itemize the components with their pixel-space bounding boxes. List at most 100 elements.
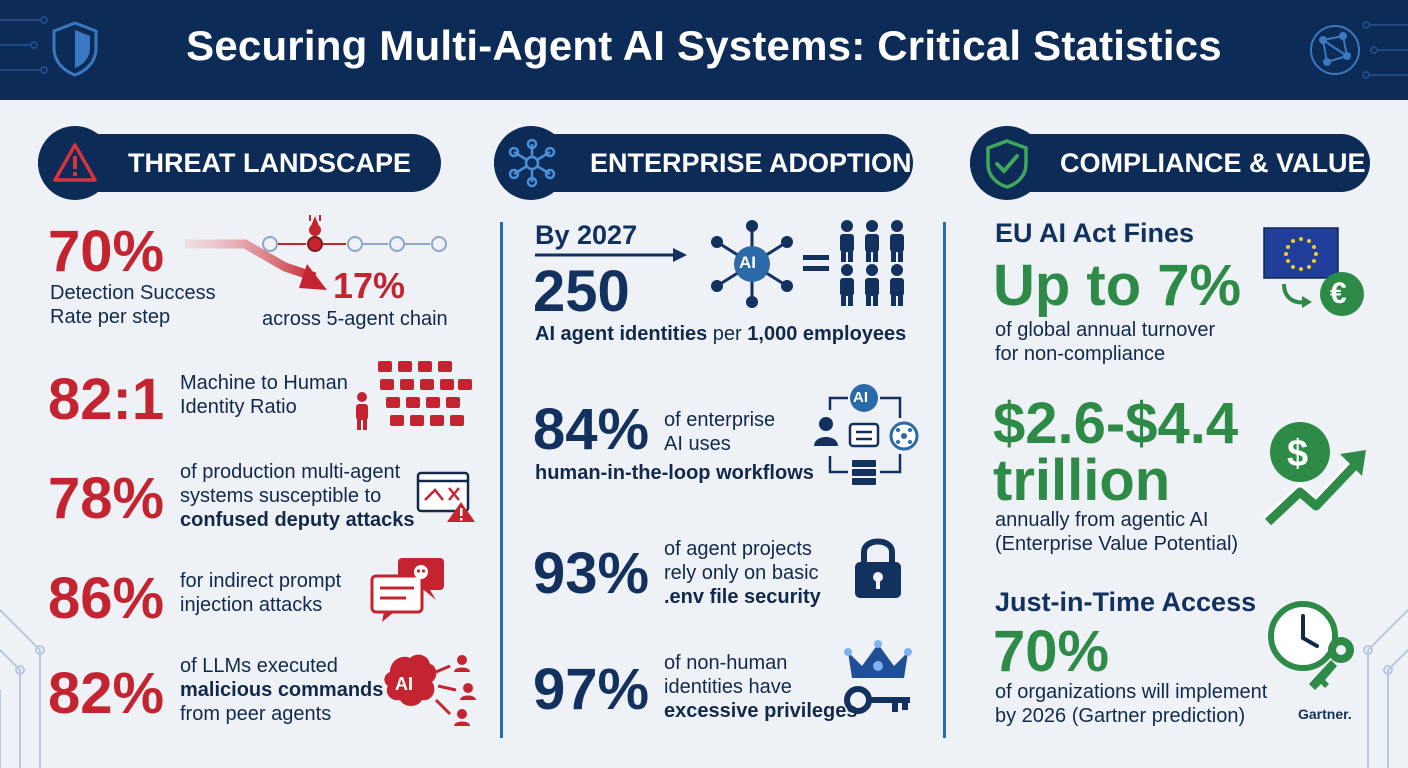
- privileges-line2: identities have: [664, 676, 792, 698]
- arrow-right-icon: [535, 248, 687, 262]
- eu-flag-euro-icon: [1263, 227, 1364, 316]
- browser-warning-icon: [416, 471, 475, 522]
- jit-access-label: Just-in-Time Access: [995, 587, 1257, 617]
- human-loop-line2: AI uses: [664, 433, 731, 455]
- privileges-line3: excessive privileges: [664, 700, 858, 722]
- ai-hub-badge: AI: [739, 253, 756, 272]
- agent-identities-label: AI agent identities per 1,000 employees: [535, 322, 906, 346]
- agent-identities-c: 1,000 employees: [747, 323, 907, 345]
- ai-hub-icon: [711, 220, 793, 308]
- identity-line1: Machine to Human: [180, 372, 348, 394]
- privileges-value: 97%: [533, 657, 650, 722]
- human-loop-line1: of enterprise: [664, 409, 776, 431]
- env-line2: rely only on basic: [664, 562, 819, 584]
- page-title: Securing Multi-Agent AI Systems: Critica…: [186, 22, 1222, 69]
- clock-key-icon: [1268, 601, 1354, 690]
- human-loop-value: 84%: [533, 397, 650, 462]
- malicious-commands-label: of LLMs executed malicious commands from…: [180, 654, 383, 726]
- deputy-line1: of production multi-agent: [180, 461, 401, 483]
- env-line3: .env file security: [664, 586, 821, 608]
- workflow-ai-badge: AI: [853, 389, 868, 406]
- equals-icon: [803, 255, 829, 271]
- circuit-decoration-right: [1362, 21, 1408, 79]
- by-2027-label: By 2027: [535, 220, 638, 250]
- chat-skull-icon: [370, 558, 444, 622]
- detection-line2-a: Rate: [50, 306, 93, 328]
- euro-symbol: €: [1330, 277, 1347, 310]
- eu-line2: for non-compliance: [995, 343, 1166, 365]
- detection-line2-b: per step: [92, 306, 171, 328]
- malicious-line1: of LLMs executed: [180, 655, 338, 677]
- value-unit: trillion: [993, 448, 1171, 513]
- workflow-cycle-icon: [814, 384, 919, 485]
- detection-rate-value: 70%: [48, 219, 165, 284]
- value-range: $2.6-$4.4: [993, 391, 1239, 456]
- padlock-icon: [855, 538, 901, 598]
- identity-ratio-value: 82:1: [48, 367, 165, 432]
- env-security-label: of agent projects rely only on basic .en…: [664, 537, 821, 609]
- env-line1: of agent projects: [664, 538, 812, 560]
- circuit-decoration-left: [0, 16, 48, 74]
- value-line2: (Enterprise Value Potential): [995, 533, 1239, 555]
- column-divider-right: [943, 222, 946, 738]
- eu-fines-label: EU AI Act Fines: [995, 218, 1195, 248]
- agent-identities-value: 250: [533, 259, 630, 324]
- enterprise-adoption-heading: ENTERPRISE ADOPTION: [494, 126, 913, 200]
- eu-line1: of global annual turnover: [995, 319, 1216, 341]
- identity-ratio-label: Machine to Human Identity Ratio: [180, 371, 348, 419]
- confused-deputy-label: of production multi-agent systems suscep…: [180, 460, 415, 532]
- prompt-injection-label: for indirect prompt injection attacks: [180, 569, 341, 617]
- chain-rate-value: 17%: [333, 265, 406, 306]
- threat-landscape-heading: THREAT LANDSCAPE: [38, 126, 441, 200]
- warning-triangle-icon: [53, 143, 97, 182]
- network-globe-icon: [1310, 25, 1360, 75]
- adoption-heading-text: ENTERPRISE ADOPTION: [590, 148, 912, 178]
- shield-icon: [52, 21, 98, 77]
- jit-access-desc: of organizations will implement by 2026 …: [995, 680, 1267, 728]
- people-group-icon: [840, 220, 904, 306]
- header-bar: [0, 0, 1408, 100]
- eu-fines-value: Up to 7%: [993, 253, 1242, 318]
- ai-brain-badge: AI: [395, 674, 413, 694]
- gartner-logo: Gartner.: [1298, 706, 1352, 722]
- ai-brain-spread-icon: [384, 654, 476, 726]
- malicious-line2: malicious commands: [180, 679, 384, 701]
- value-line1: annually from agentic AI: [995, 509, 1209, 531]
- jit-line1: of organizations will implement: [995, 681, 1268, 703]
- jit-access-value: 70%: [993, 619, 1110, 684]
- circuit-decoration-bottom-right: [1363, 609, 1408, 768]
- chain-rate-label: across 5-agent chain: [262, 308, 448, 330]
- malicious-commands-value: 82%: [48, 661, 165, 726]
- dollar-growth-icon: [1263, 422, 1366, 526]
- shield-check-icon: [986, 139, 1028, 189]
- injection-line2: injection attacks: [180, 594, 323, 616]
- injection-line1: for indirect prompt: [180, 570, 342, 592]
- prompt-injection-value: 86%: [48, 566, 165, 631]
- agent-identities-a: AI agent identities: [535, 323, 708, 345]
- agent-identities-b: per: [707, 323, 748, 345]
- agent-chain-decay-icon: [185, 215, 447, 290]
- value-desc: annually from agentic AI (Enterprise Val…: [995, 508, 1238, 556]
- deputy-line2: systems susceptible to: [180, 485, 382, 507]
- confused-deputy-value: 78%: [48, 466, 165, 531]
- compliance-value-heading: COMPLIANCE & VALUE: [970, 126, 1370, 200]
- jit-line2: by 2026 (Gartner prediction): [995, 705, 1246, 727]
- human-loop-label-bottom: human-in-the-loop workflows: [535, 462, 814, 484]
- privileges-line1: of non-human: [664, 652, 788, 674]
- network-nodes-icon: [508, 138, 556, 188]
- identity-line2: Identity Ratio: [180, 396, 297, 418]
- robot-crowd-icon: [356, 361, 472, 430]
- detection-line1: Detection Success: [50, 282, 216, 304]
- column-divider-left: [500, 222, 503, 738]
- detection-line2: Rate per step: [50, 305, 216, 329]
- eu-fines-desc: of global annual turnover for non-compli…: [995, 318, 1215, 366]
- threat-heading-text: THREAT LANDSCAPE: [128, 148, 411, 178]
- detection-rate-label: Detection Success Rate per step: [50, 281, 216, 329]
- compliance-heading-text: COMPLIANCE & VALUE: [1060, 148, 1366, 178]
- dollar-symbol: $: [1287, 433, 1309, 475]
- circuit-decoration-bottom-left: [0, 609, 45, 768]
- human-loop-label-top: of enterprise AI uses: [664, 408, 775, 456]
- deputy-line3: confused deputy attacks: [180, 509, 415, 531]
- env-security-value: 93%: [533, 541, 650, 606]
- privileges-label: of non-human identities have excessive p…: [664, 651, 857, 723]
